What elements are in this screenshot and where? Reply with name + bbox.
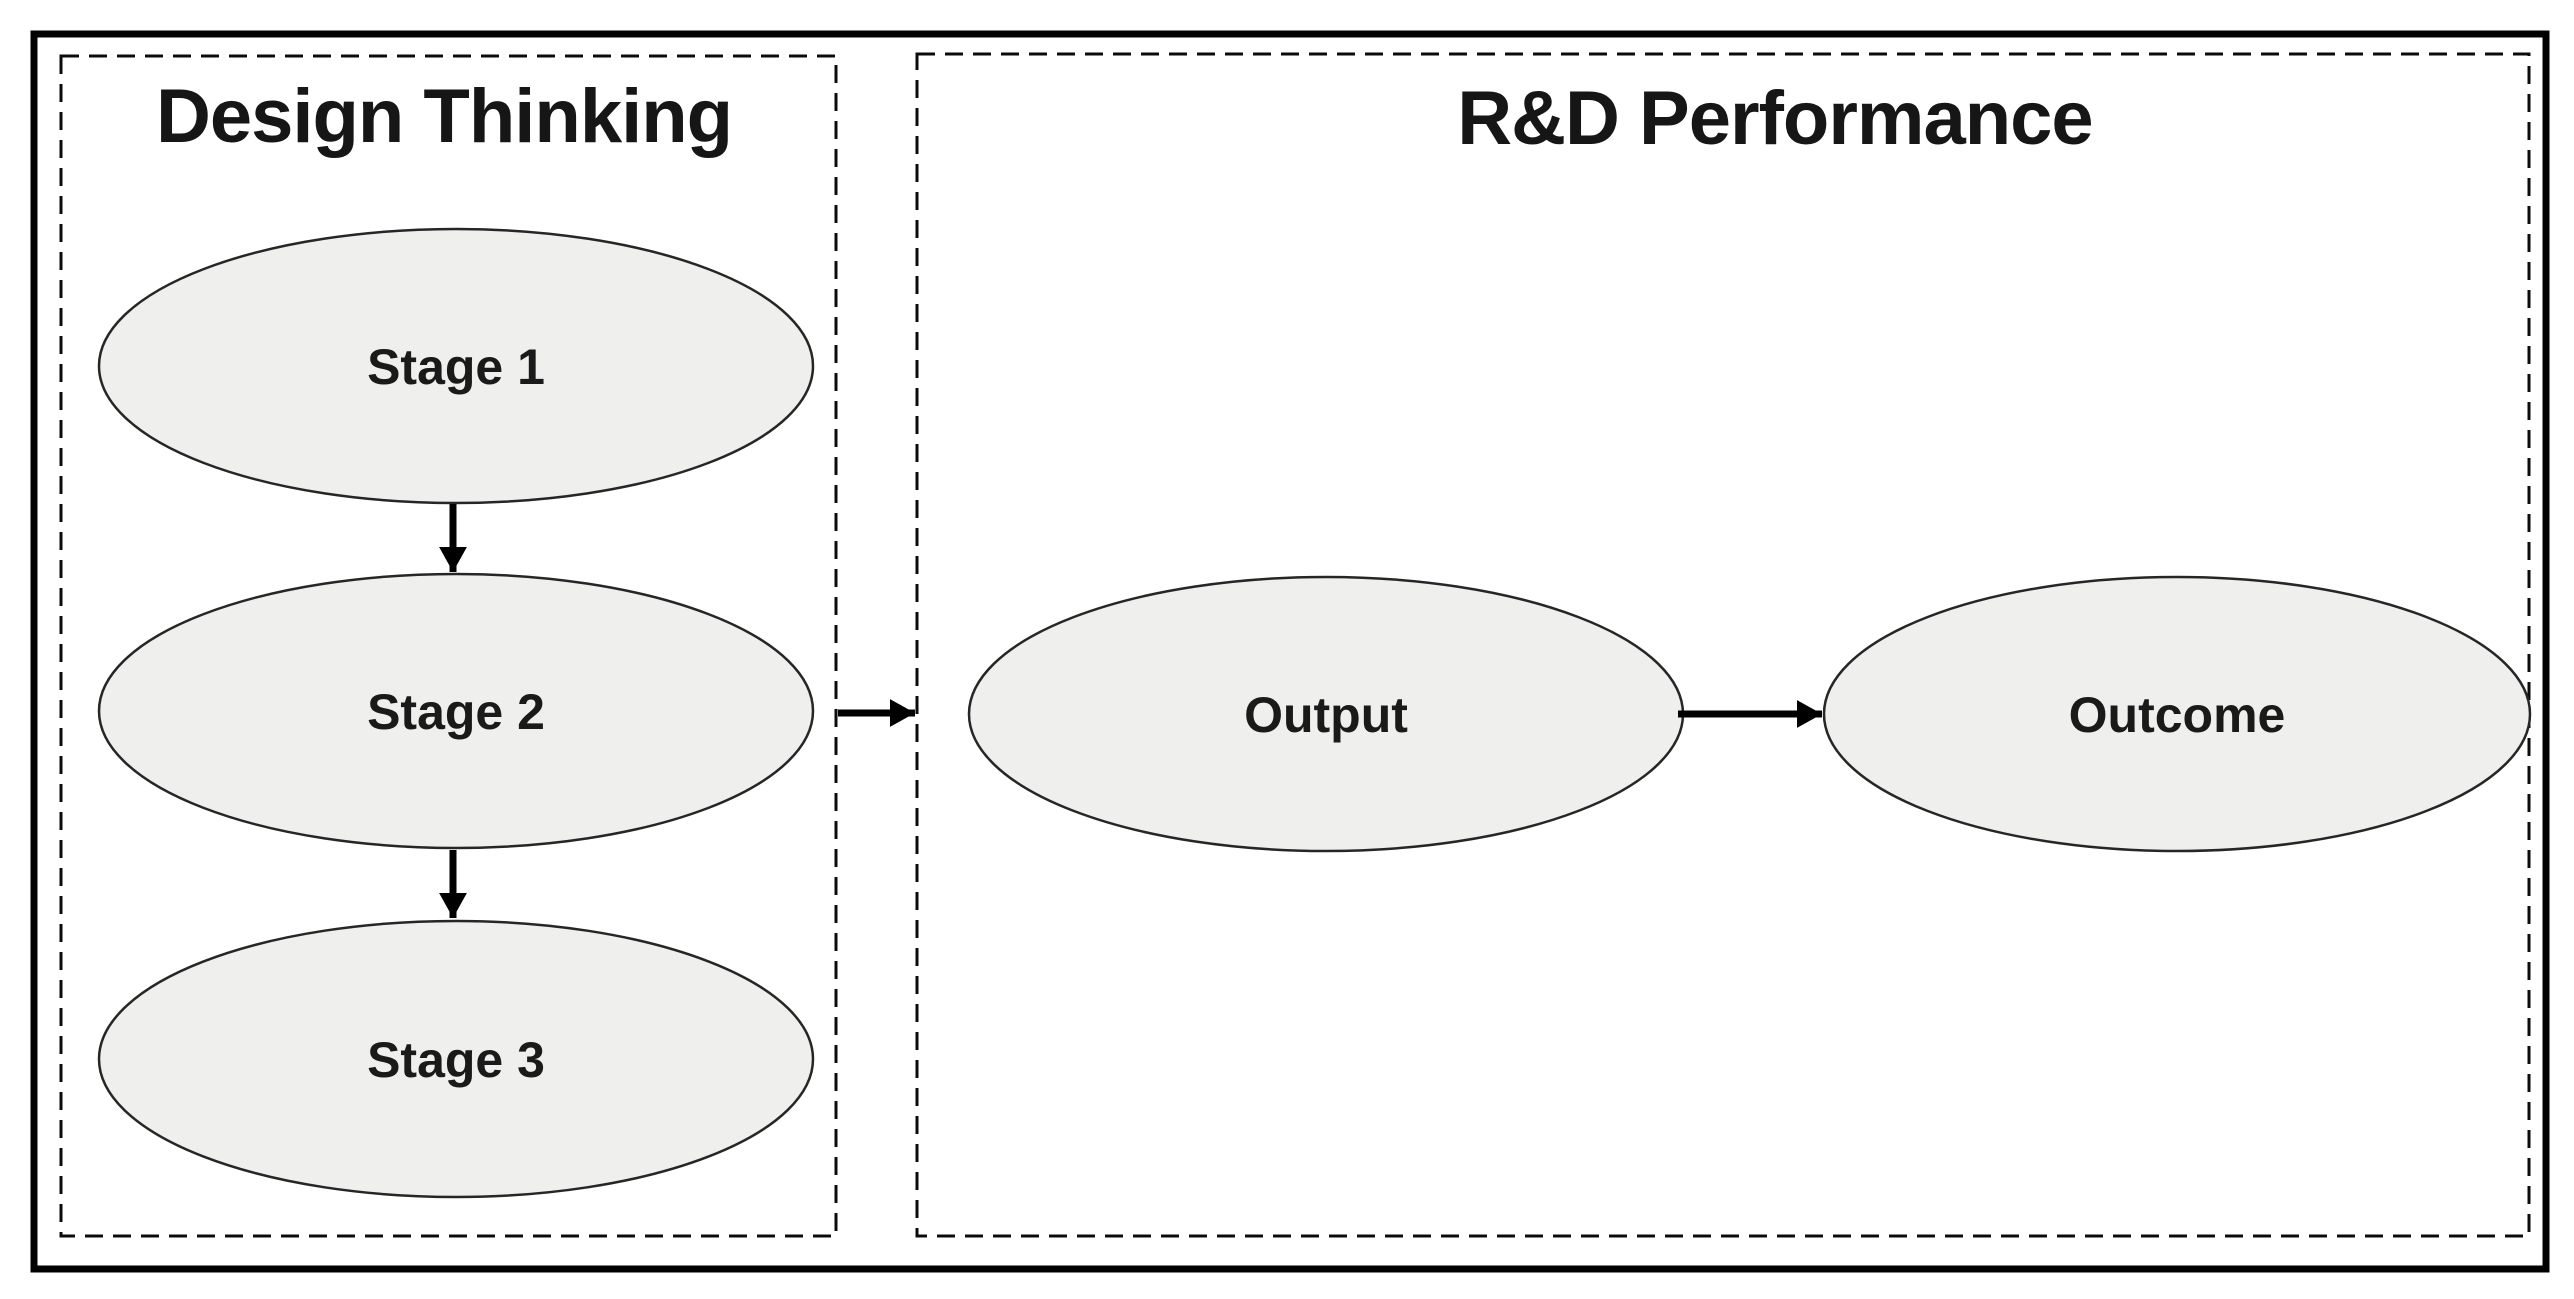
stage-2-label: Stage 2 bbox=[367, 684, 545, 740]
output-label: Output bbox=[1244, 687, 1408, 743]
stage-3-label: Stage 3 bbox=[367, 1032, 545, 1088]
stage-2-ellipse bbox=[97, 572, 815, 850]
stage-1-ellipse bbox=[97, 227, 815, 505]
stage-1-node: Stage 1 bbox=[97, 227, 815, 505]
outcome-node: Outcome bbox=[1822, 575, 2532, 853]
rd-performance-box bbox=[915, 52, 2531, 1238]
outer-frame bbox=[30, 30, 2550, 1273]
stage-2-node: Stage 2 bbox=[97, 572, 815, 850]
outcome-ellipse bbox=[1822, 575, 2532, 853]
rd-performance-title: R&D Performance bbox=[1457, 76, 2092, 161]
design-thinking-title: Design Thinking bbox=[156, 74, 732, 159]
outcome-label: Outcome bbox=[2069, 687, 2286, 743]
stage-1-label: Stage 1 bbox=[367, 339, 545, 395]
stage-3-node: Stage 3 bbox=[97, 919, 815, 1199]
output-node: Output bbox=[967, 575, 1685, 853]
design-thinking-box bbox=[59, 54, 838, 1238]
stage-3-ellipse bbox=[97, 919, 815, 1199]
